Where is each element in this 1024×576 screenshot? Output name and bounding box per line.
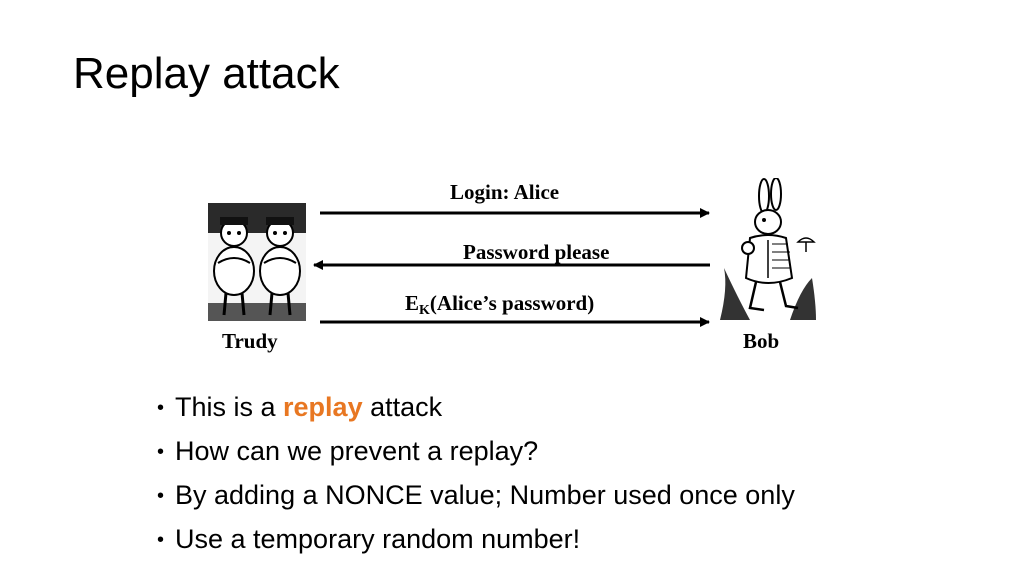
bullet-item: • This is a replay attack (157, 386, 795, 430)
bullet-dot: • (157, 485, 165, 507)
message-login: Login: Alice (450, 180, 560, 204)
bullet-dot: • (157, 529, 165, 551)
bullet-2-text: How can we prevent a replay? (175, 436, 539, 466)
tweedle-twins-illustration (208, 203, 306, 321)
bullet-1-after: attack (362, 392, 443, 422)
bullet-list: • This is a replay attack • How can we pre… (157, 386, 795, 562)
bullet-dot: • (157, 397, 165, 419)
bullet-item: • By adding a NONCE value; Number used on… (157, 474, 795, 518)
message-key-subscript: K (419, 303, 430, 318)
message-password-please: Password please (463, 240, 610, 264)
message-encryption-e: E (405, 291, 420, 315)
slide-title: Replay attack (73, 49, 340, 98)
bob-label: Bob (743, 329, 780, 353)
bullet-dot: • (157, 441, 165, 463)
bullet-item: • How can we prevent a replay? (157, 430, 795, 474)
bullet-1-before: This is a (175, 392, 284, 422)
bullet-4-text: Use a temporary random number! (175, 524, 581, 554)
message-encrypted-password: EK(Alice’s password) (405, 293, 594, 318)
bullet-item: • Use a temporary random number! (157, 518, 795, 562)
replay-highlight: replay (283, 392, 363, 422)
message-encrypted-payload: (Alice’s password) (429, 291, 595, 315)
white-rabbit-illustration (720, 178, 816, 320)
trudy-label: Trudy (222, 329, 278, 353)
bullet-3-text: By adding a NONCE value; Number used onc… (175, 480, 795, 510)
